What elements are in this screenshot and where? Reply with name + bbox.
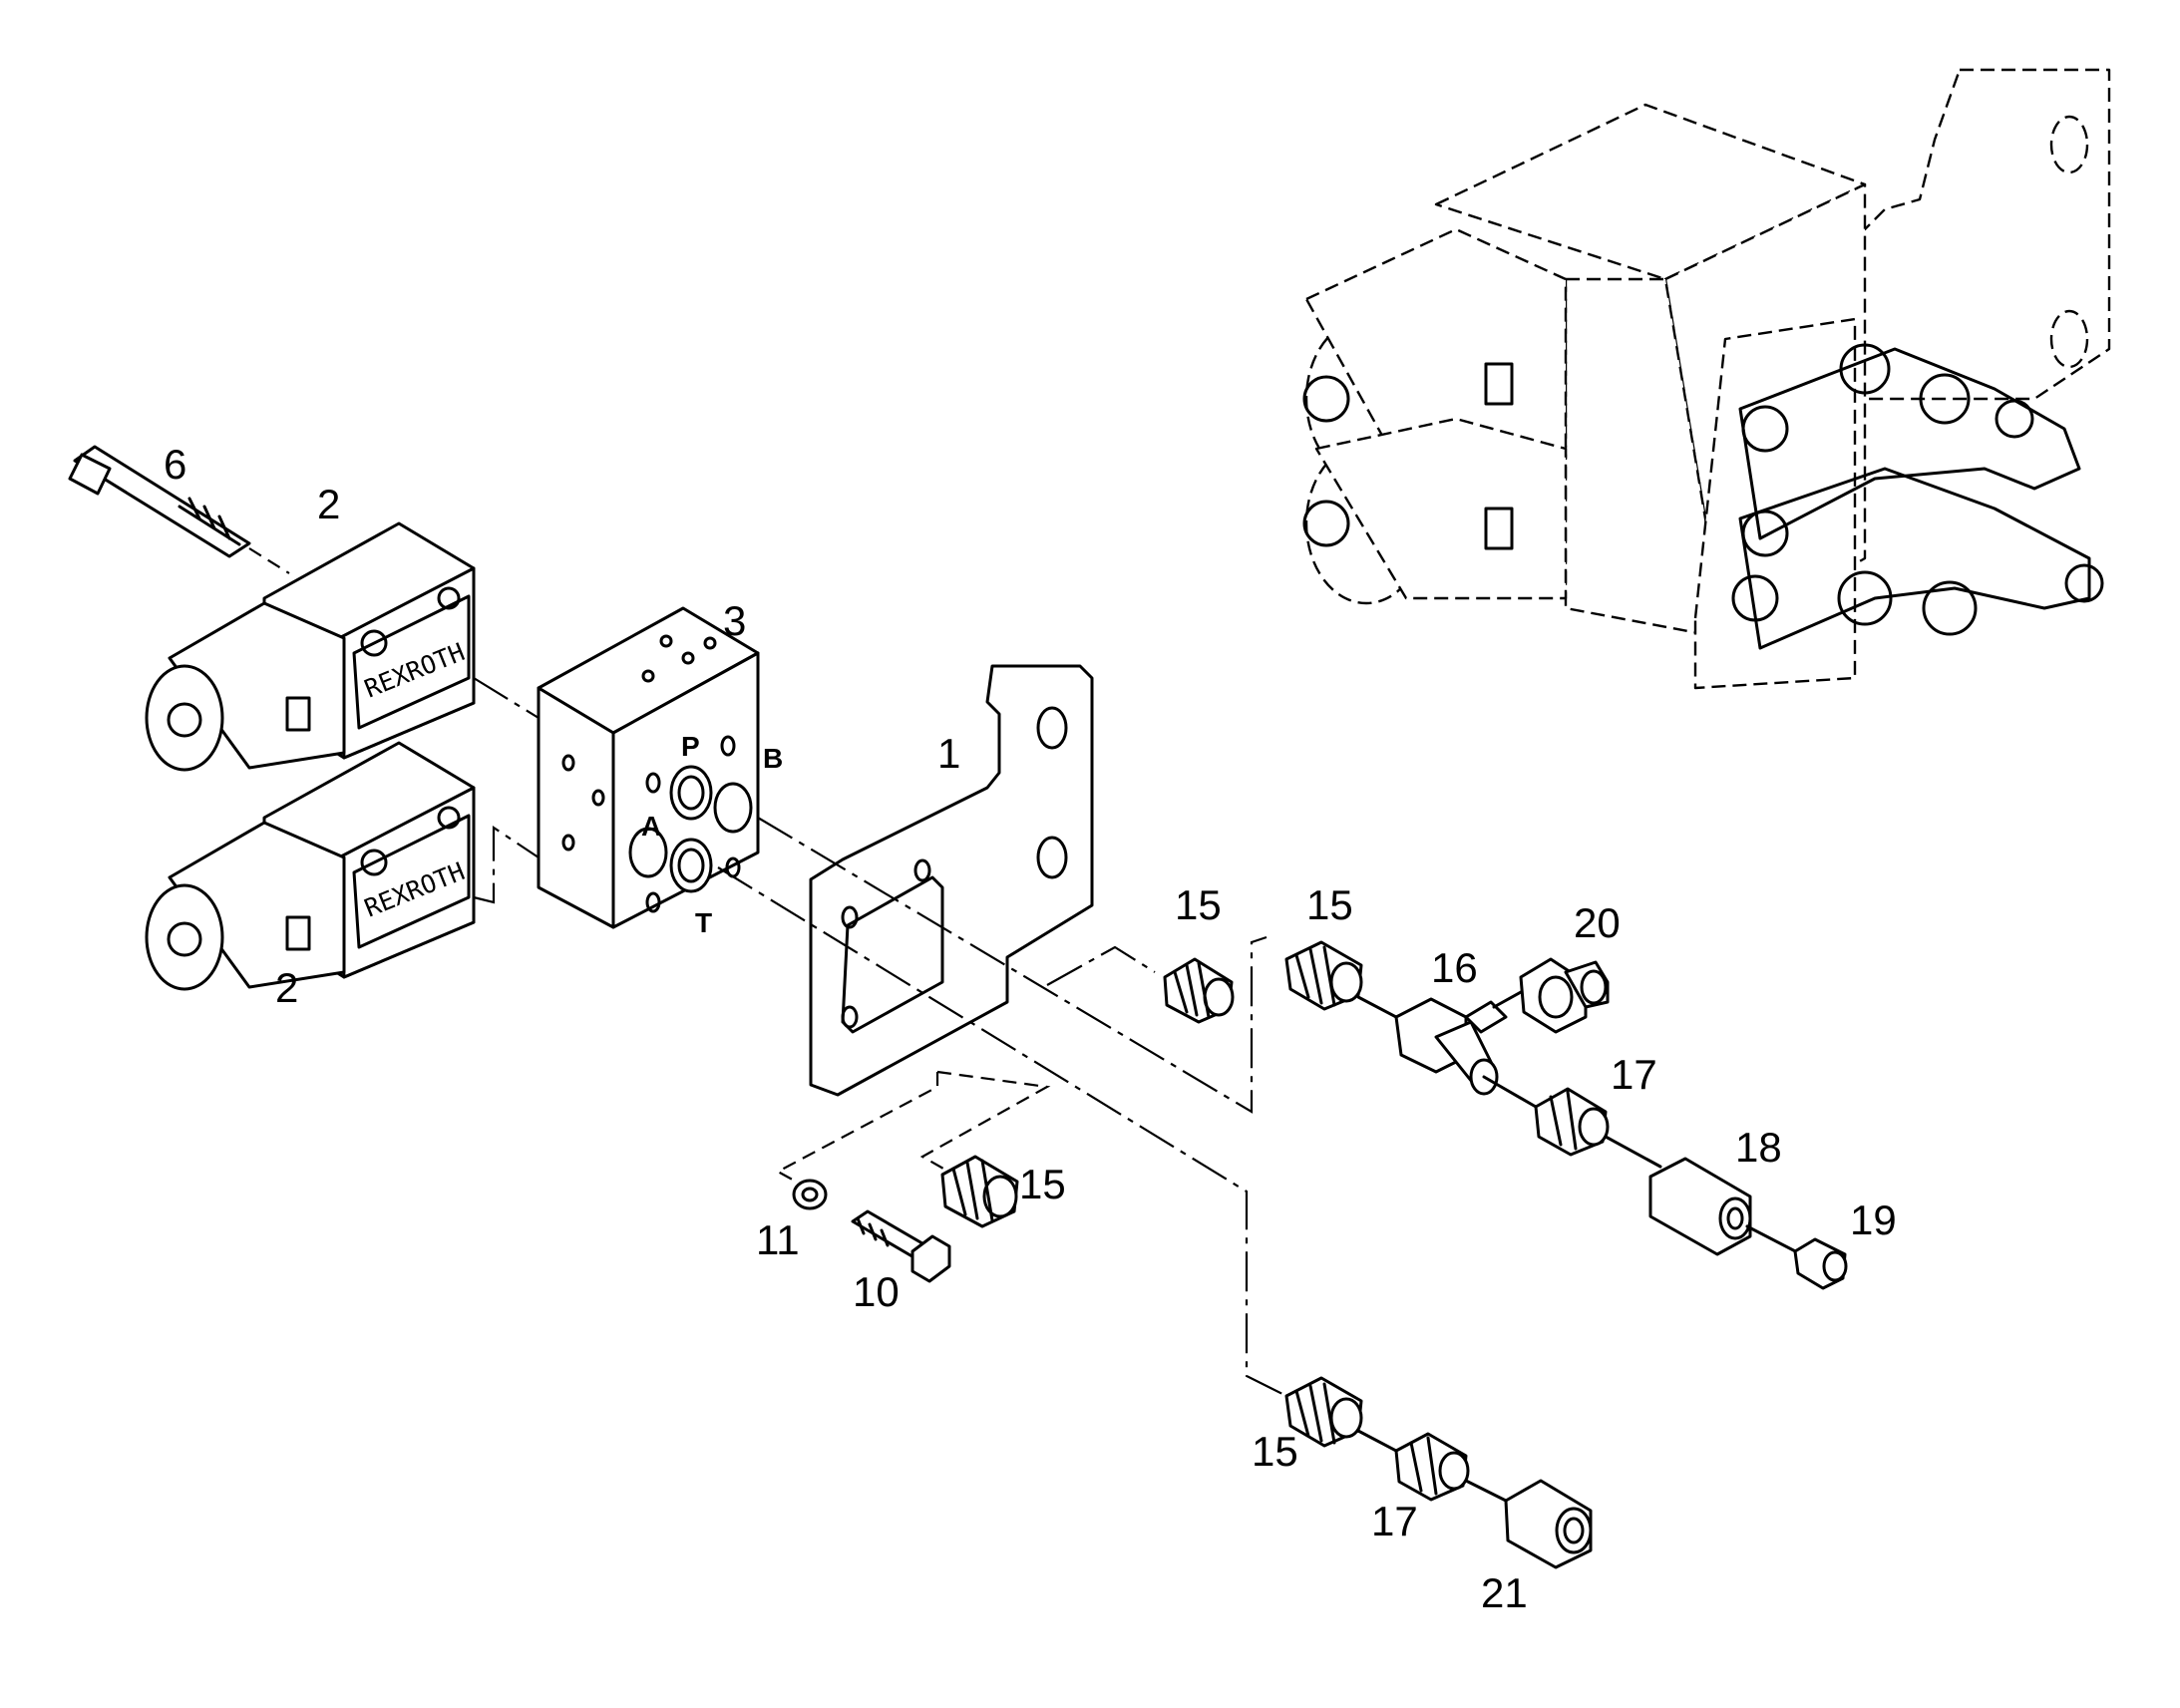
- assembled-valve-view: [1302, 68, 2111, 690]
- coupling-18: [1648, 1157, 1752, 1256]
- fitting-15-lower: [1284, 1376, 1363, 1448]
- mounting-bracket-1: [809, 664, 1094, 1097]
- callout-15-d: 15: [1252, 1428, 1298, 1475]
- callout-11: 11: [756, 1216, 800, 1263]
- callout-6: 6: [164, 441, 186, 488]
- manifold-block-3: A B P T: [537, 606, 783, 938]
- tee-fitting-16: [1394, 997, 1508, 1096]
- callout-15-a: 15: [1175, 881, 1222, 928]
- nut-21: [1504, 1479, 1593, 1569]
- fitting-15-lower-middle: [940, 1155, 1019, 1228]
- plug-19: [1793, 1237, 1848, 1290]
- port-t-label: T: [695, 907, 712, 938]
- port-b-label: B: [763, 743, 783, 774]
- port-p-label: P: [681, 731, 700, 762]
- callout-10: 10: [853, 1268, 900, 1315]
- callout-1: 1: [937, 730, 960, 777]
- callout-18: 18: [1735, 1124, 1782, 1171]
- port-a-label: A: [641, 811, 661, 842]
- callout-15-c: 15: [1019, 1161, 1066, 1207]
- callout-15-b: 15: [1306, 881, 1353, 928]
- fitting-15-upper-left: [1163, 957, 1235, 1024]
- washer-11: [792, 1179, 828, 1210]
- solenoid-valve-upper: REXROTH: [145, 521, 476, 772]
- bolt-6: [68, 445, 290, 574]
- callout-20: 20: [1574, 899, 1621, 946]
- adapter-17-upper: [1534, 1087, 1610, 1157]
- callout-21: 21: [1481, 1569, 1528, 1616]
- callout-19: 19: [1850, 1196, 1897, 1243]
- elbow-fitting-20: [1519, 957, 1610, 1034]
- adapter-17-lower: [1394, 1432, 1470, 1502]
- callout-17-a: 17: [1611, 1051, 1657, 1098]
- callout-3: 3: [723, 597, 746, 644]
- callout-2-upper: 2: [317, 481, 340, 527]
- bolt-10: [851, 1209, 951, 1283]
- callout-17-b: 17: [1371, 1498, 1418, 1544]
- callout-2-lower: 2: [275, 964, 298, 1011]
- solenoid-valve-lower: REXROTH: [145, 741, 476, 991]
- callout-16: 16: [1431, 944, 1478, 991]
- fitting-15-upper-right: [1284, 940, 1363, 1011]
